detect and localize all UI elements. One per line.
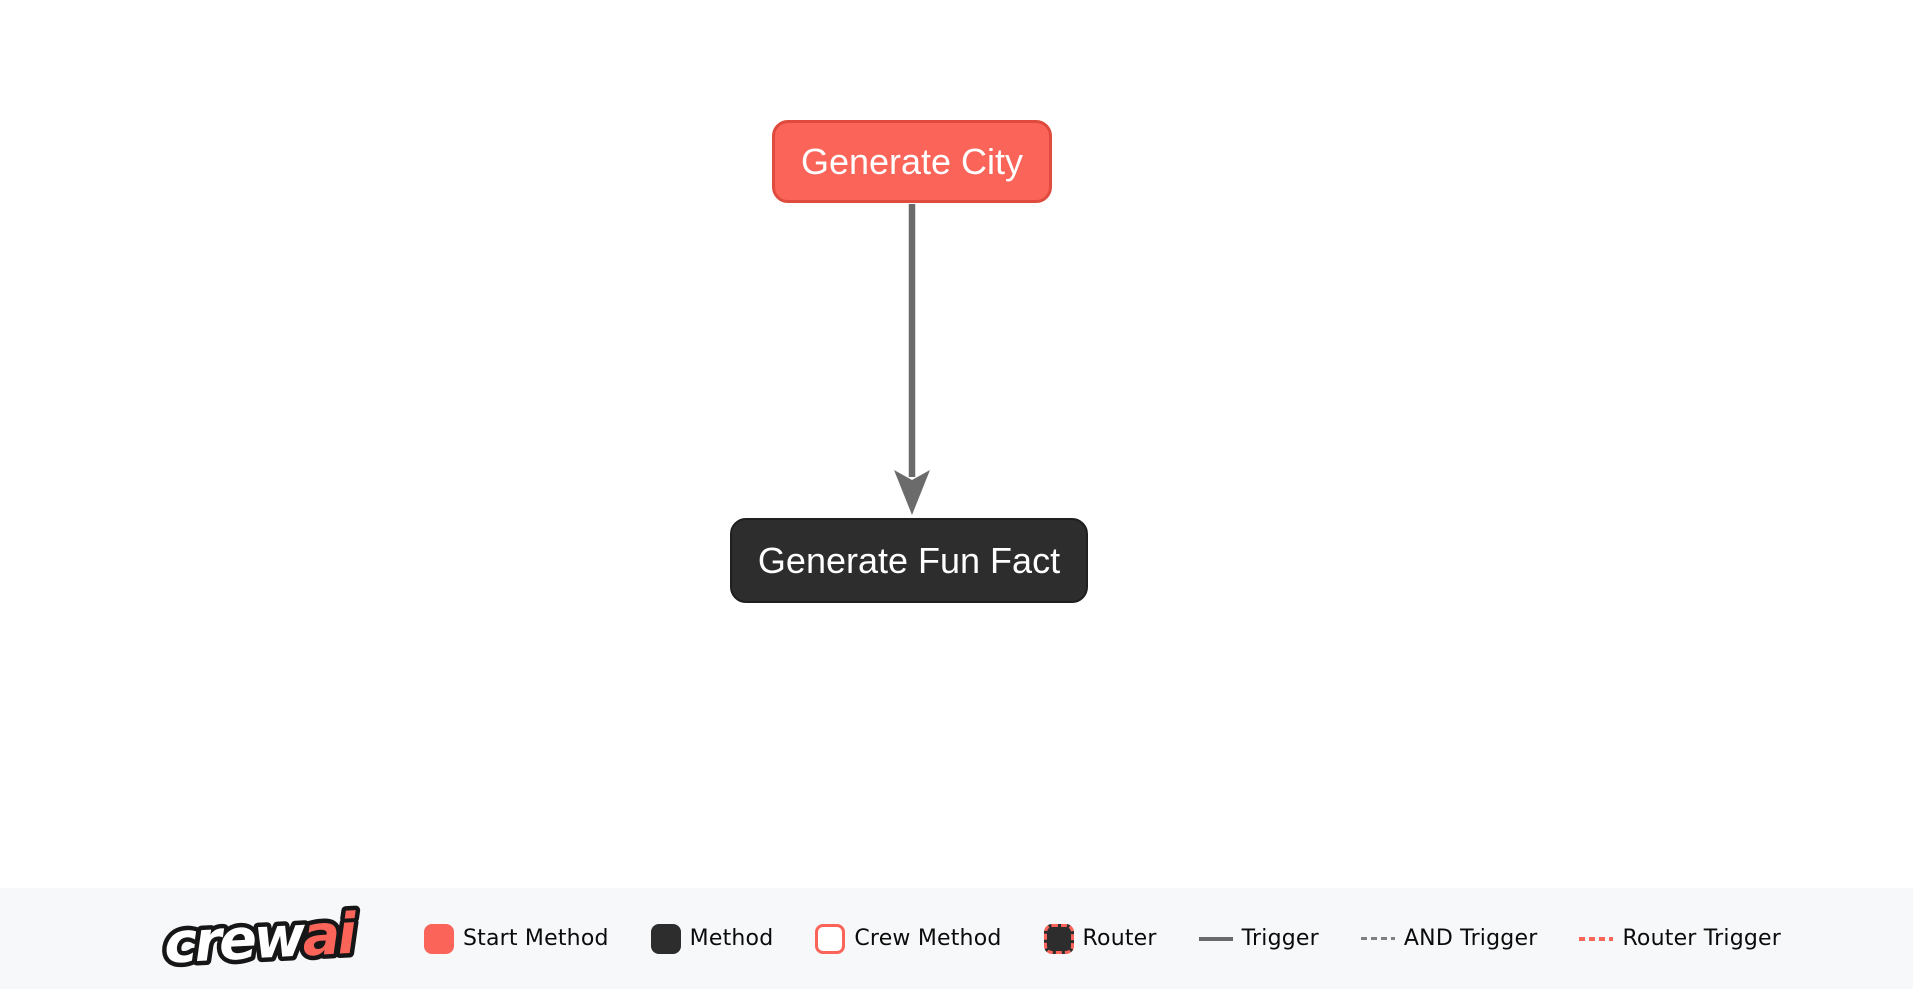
legend-label: AND Trigger	[1403, 926, 1538, 951]
legend-label: Method	[689, 926, 774, 951]
crewai-logo-image: crewai	[160, 897, 363, 981]
logo-text-ai: ai	[301, 901, 359, 969]
legend-label: Router Trigger	[1622, 926, 1782, 951]
and-trigger-line-icon	[1360, 937, 1395, 940]
router-trigger-line-icon	[1579, 936, 1614, 941]
legend-item-start-method: Start Method	[424, 923, 609, 954]
legend-item-router: Router	[1043, 923, 1157, 954]
flow-canvas[interactable]: Generate City Generate Fun Fact	[0, 0, 1913, 888]
node-generate-fun-fact-label: Generate Fun Fact	[757, 539, 1061, 581]
node-generate-fun-fact[interactable]: Generate Fun Fact	[730, 518, 1088, 603]
legend-label: Trigger	[1241, 926, 1319, 951]
legend-bar: crewai Start Method Method Crew Method R…	[0, 888, 1913, 989]
crew-method-swatch-icon	[815, 923, 846, 954]
crewai-logo: crewai	[160, 895, 388, 983]
legend-item-and-trigger: AND Trigger	[1360, 926, 1538, 951]
method-swatch-icon	[650, 923, 681, 954]
svg-text:crewai: crewai	[162, 901, 358, 976]
legend-label: Start Method	[463, 926, 609, 951]
trigger-line-icon	[1198, 936, 1233, 941]
node-generate-city-label: Generate City	[800, 140, 1024, 182]
legend-label: Router	[1082, 926, 1157, 951]
legend-item-method: Method	[650, 923, 774, 954]
legend-item-crew-method: Crew Method	[815, 923, 1002, 954]
logo-text-crew: crew	[162, 904, 307, 976]
legend-item-router-trigger: Router Trigger	[1579, 926, 1781, 951]
legend-label: Crew Method	[854, 926, 1002, 951]
node-generate-city[interactable]: Generate City	[772, 120, 1052, 203]
legend-item-trigger: Trigger	[1198, 926, 1319, 951]
router-swatch-icon	[1043, 923, 1074, 954]
start-method-swatch-icon	[424, 923, 454, 954]
